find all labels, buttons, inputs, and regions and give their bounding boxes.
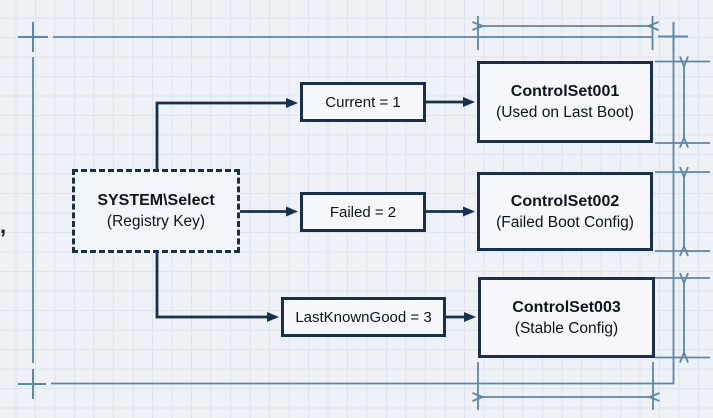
dimension-width-top xyxy=(478,16,653,50)
dimension-height-controlset003 xyxy=(655,278,710,358)
controlset002-box: ControlSet002 (Failed Boot Config) xyxy=(477,172,653,251)
connector-select-to-lastknowngood xyxy=(155,253,279,322)
value-box-lastknowngood-label: LastKnownGood = 3 xyxy=(295,308,432,326)
dimension-width-bottom xyxy=(478,362,653,410)
dimension-height-controlset001 xyxy=(655,62,710,144)
controlset001-subtitle: (Used on Last Boot) xyxy=(496,104,634,121)
controlset002-subtitle: (Failed Boot Config) xyxy=(496,213,634,231)
corner-crosshair-top-right xyxy=(658,22,688,51)
controlset003-title: ControlSet003 xyxy=(512,298,621,316)
controlset002-title: ControlSet002 xyxy=(510,192,620,210)
value-box-failed-label: Failed = 2 xyxy=(329,203,397,221)
controlset003-box: ControlSet003 (Stable Config) xyxy=(478,277,655,358)
value-box-current: Current = 1 xyxy=(300,82,426,122)
corner-crosshair-bottom-left xyxy=(18,369,46,399)
stray-text-mark: , xyxy=(0,213,7,238)
value-box-current-label: Current = 1 xyxy=(325,93,401,111)
connector-select-to-current xyxy=(155,98,298,169)
controlset001-title: ControlSet001 xyxy=(510,83,620,100)
value-box-failed: Failed = 2 xyxy=(300,192,426,232)
system-select-key-title: SYSTEM\Select xyxy=(97,192,215,209)
dimension-height-controlset002 xyxy=(655,172,710,251)
system-select-key-subtitle: (Registry Key) xyxy=(106,213,206,230)
controlset003-subtitle: (Stable Config) xyxy=(514,319,619,337)
frame-bottom-right-line xyxy=(51,51,675,385)
frame-border xyxy=(32,36,675,385)
corner-crosshair-top-left xyxy=(18,22,48,52)
value-box-lastknowngood: LastKnownGood = 3 xyxy=(281,297,446,337)
controlset001-box: ControlSet001 (Used on Last Boot) xyxy=(477,61,653,143)
system-select-key-box: SYSTEM\Select (Registry Key) xyxy=(72,169,240,253)
